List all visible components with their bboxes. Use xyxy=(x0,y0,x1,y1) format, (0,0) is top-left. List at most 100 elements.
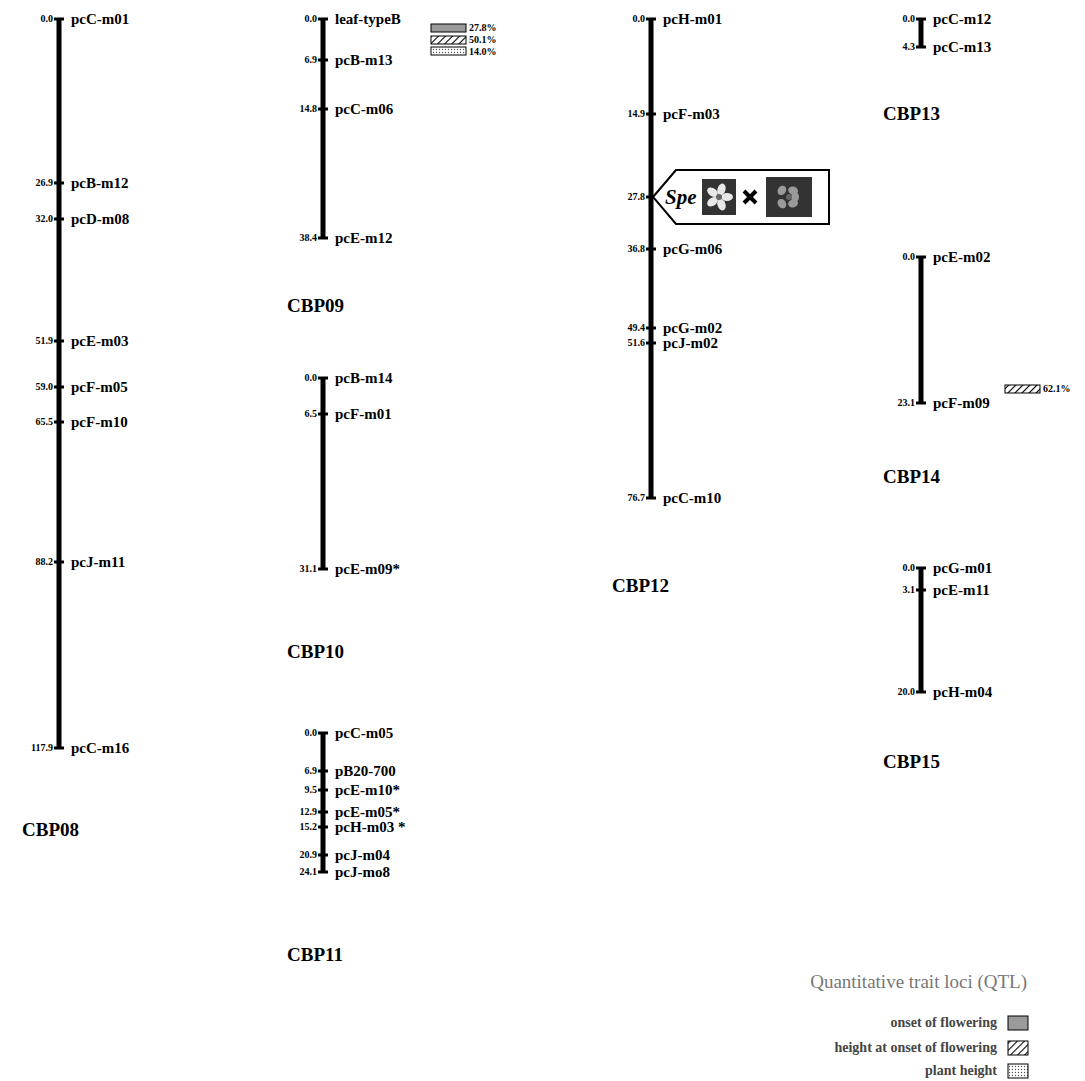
marker-name: pcF-m10 xyxy=(71,415,128,430)
marker-name: pcC-m06 xyxy=(335,102,393,117)
marker-tick xyxy=(54,747,64,750)
marker-name: pcC-m13 xyxy=(933,40,991,55)
marker-tick xyxy=(54,218,64,221)
marker-name: pcC-m16 xyxy=(71,741,129,756)
legend-swatch xyxy=(1008,1016,1028,1030)
qtl-percent: 62.1% xyxy=(1043,384,1071,394)
marker-name: pcE-m10* xyxy=(335,783,400,798)
marker-name: pcC-m05 xyxy=(335,726,393,741)
marker-name: pcE-m02 xyxy=(933,250,991,265)
marker-tick xyxy=(916,402,926,405)
qtl-percent: 14.0% xyxy=(469,47,497,57)
marker-tick xyxy=(54,561,64,564)
marker-tick xyxy=(916,18,926,21)
map-position: 0.0 xyxy=(305,373,318,383)
marker-name: pcE-m09* xyxy=(335,562,400,577)
map-position: 0.0 xyxy=(903,563,916,573)
linkage-group-bar xyxy=(919,19,924,47)
map-position: 0.0 xyxy=(903,252,916,262)
map-position: 76.7 xyxy=(628,493,646,503)
map-position: 14.8 xyxy=(300,104,318,114)
cross-symbol xyxy=(744,191,756,203)
linkage-group-name: CBP15 xyxy=(883,752,940,771)
marker-tick xyxy=(54,340,64,343)
marker-name: pcE-m11 xyxy=(933,583,990,598)
marker-tick xyxy=(916,691,926,694)
marker-tick xyxy=(318,871,328,874)
marker-name: pcE-m12 xyxy=(335,231,393,246)
map-position: 15.2 xyxy=(300,822,318,832)
linkage-group-bar xyxy=(321,378,326,569)
marker-tick xyxy=(646,113,656,116)
marker-name: pcG-m02 xyxy=(663,321,722,336)
marker-tick xyxy=(916,46,926,49)
marker-name: pcJ-m11 xyxy=(71,555,125,570)
map-position: 31.1 xyxy=(300,564,318,574)
map-position: 0.0 xyxy=(903,14,916,24)
marker-tick xyxy=(916,589,926,592)
flower-image xyxy=(702,179,736,215)
marker-name: pcF-m01 xyxy=(335,407,392,422)
marker-name: pcC-m01 xyxy=(71,12,129,27)
map-position: 117.9 xyxy=(31,743,53,753)
marker-tick xyxy=(916,567,926,570)
qtl-percent: 50.1% xyxy=(469,35,497,45)
legend-swatch xyxy=(1008,1064,1028,1078)
marker-tick xyxy=(318,377,328,380)
linkage-group-name: CBP14 xyxy=(883,467,940,486)
marker-tick xyxy=(318,237,328,240)
marker-tick xyxy=(318,789,328,792)
marker-tick xyxy=(54,386,64,389)
legend-text: height at onset of flowering xyxy=(834,1041,997,1055)
linkage-group-name: CBP13 xyxy=(883,104,940,123)
map-position: 6.5 xyxy=(305,409,318,419)
linkage-group-bar xyxy=(321,19,326,238)
marker-tick xyxy=(646,497,656,500)
marker-name: pcH-m01 xyxy=(663,12,722,27)
map-position: 6.9 xyxy=(305,766,318,776)
map-position: 14.9 xyxy=(628,109,646,119)
marker-name: pcF-m09 xyxy=(933,396,990,411)
linkage-group-bar xyxy=(649,19,654,498)
map-position: 4.3 xyxy=(903,42,916,52)
linkage-group-name: CBP11 xyxy=(287,945,343,964)
map-position: 26.9 xyxy=(36,178,54,188)
marker-name: pcF-m05 xyxy=(71,380,128,395)
marker-tick xyxy=(54,421,64,424)
marker-tick xyxy=(318,770,328,773)
linkage-group-bar xyxy=(919,568,924,692)
map-position: 65.5 xyxy=(36,417,54,427)
map-position: 51.6 xyxy=(628,338,646,348)
legend-text: onset of flowering xyxy=(890,1016,997,1030)
map-position: 0.0 xyxy=(305,14,318,24)
marker-name: pcH-m03 * xyxy=(335,820,405,835)
marker-name: pcG-m06 xyxy=(663,242,722,257)
qtl-bar xyxy=(431,47,466,55)
map-position: 9.5 xyxy=(305,785,318,795)
map-position: 23.1 xyxy=(898,398,916,408)
legend-title: Quantitative trait loci (QTL) xyxy=(810,972,1027,991)
map-position: 88.2 xyxy=(36,557,54,567)
linkage-group-name: CBP09 xyxy=(287,296,344,315)
map-position: 0.0 xyxy=(633,14,646,24)
marker-name: pcB-m13 xyxy=(335,53,393,68)
marker-name: pcC-m12 xyxy=(933,12,991,27)
marker-name: pcF-m03 xyxy=(663,107,720,122)
marker-tick xyxy=(318,854,328,857)
marker-name: pcC-m10 xyxy=(663,491,721,506)
marker-tick xyxy=(916,256,926,259)
linkage-group-name: CBP08 xyxy=(22,820,79,839)
marker-tick xyxy=(318,811,328,814)
linkage-group-bar xyxy=(57,19,62,748)
map-position: 49.4 xyxy=(628,323,646,333)
marker-name: pcJ-m02 xyxy=(663,336,718,351)
marker-tick xyxy=(318,18,328,21)
legend-text: plant height xyxy=(925,1064,997,1078)
marker-tick xyxy=(318,413,328,416)
marker-name: pcE-m05* xyxy=(335,805,400,820)
marker-tick xyxy=(646,18,656,21)
marker-tick xyxy=(318,108,328,111)
map-position: 24.1 xyxy=(300,867,318,877)
marker-tick xyxy=(646,327,656,330)
